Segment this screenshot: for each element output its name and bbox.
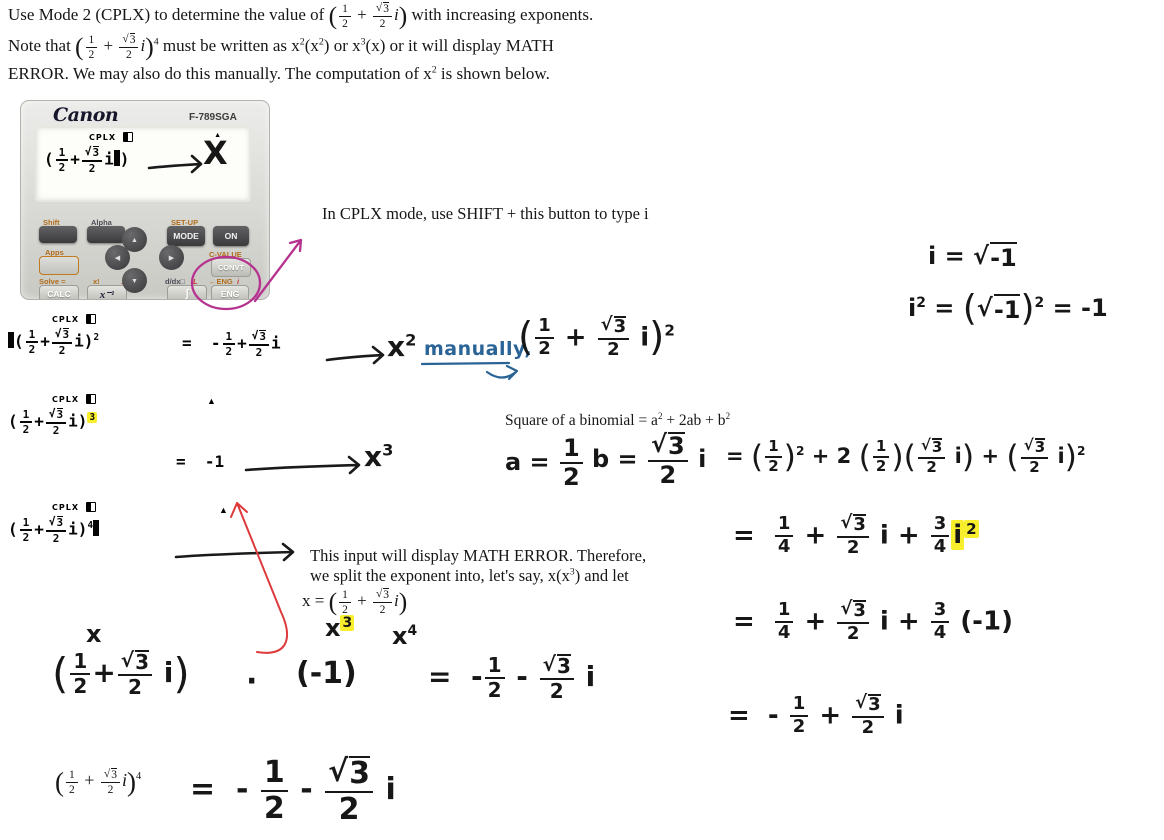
square-mode-indicator: CPLX [52, 314, 99, 324]
setup-label: SET-UP [171, 218, 199, 227]
display-x-annotation: X [203, 134, 228, 172]
fourth-to-note-arrow [174, 542, 295, 562]
nav-left-icon: ◀ [105, 245, 130, 270]
split-factor-2: (-1) [296, 656, 357, 691]
display-mode-indicator: CPLX [89, 132, 133, 142]
x-cubed-label: x3 [364, 440, 394, 473]
nav-right-icon: ▶ [159, 245, 184, 270]
degree-mode-icon [86, 394, 96, 404]
cube-result: = -1 [176, 452, 225, 471]
fourth-mode-indicator: CPLX [52, 502, 99, 512]
degree-mode-icon [86, 502, 96, 512]
alpha-label: Alpha [91, 218, 112, 227]
key-x-inverse: x⁻¹ [87, 285, 127, 300]
xfact-label: x! [93, 277, 100, 286]
cplx-indicator: CPLX [52, 314, 79, 324]
cplx-indicator: CPLX [52, 502, 79, 512]
key-apps [39, 256, 79, 275]
key-on: ON [213, 226, 249, 246]
key-mode: MODE [167, 226, 205, 246]
imaginary-line-1: i = √-1 [928, 242, 1017, 272]
apps-label: Apps [45, 248, 64, 257]
multiplication-dot: · [246, 664, 258, 699]
degree-mode-icon [123, 132, 133, 142]
degree-mode-icon [86, 314, 96, 324]
key-convt: CONVT [211, 258, 251, 277]
display-cursor-triangle: ▲ [214, 131, 221, 139]
square-to-x2-arrow [325, 345, 385, 365]
scroll-marker-1: ▲ [207, 396, 216, 406]
x-fourth-label: x4 [392, 622, 418, 650]
deriv-label: d/dx□ [165, 277, 185, 286]
nav-down-icon: ▼ [122, 268, 147, 293]
key-calc: CALC [39, 285, 79, 299]
cplx-note: In CPLX mode, use SHIFT + this button to… [322, 204, 649, 223]
key-eng: ENG [211, 285, 249, 299]
manually-note: manually, [424, 338, 533, 360]
solve-label: Solve = [39, 277, 66, 286]
manually-underline-arrow [420, 361, 519, 381]
intro-line-3: ERROR. We may also do this manually. The… [8, 64, 550, 83]
cube-to-x3-arrow [244, 455, 361, 475]
key-shift [39, 226, 77, 243]
shift-label: Shift [43, 218, 60, 227]
cube-mode-indicator: CPLX [52, 394, 97, 404]
intro-paragraph: Use Mode 2 (CPLX) to determine the value… [8, 2, 688, 95]
calculator-model: F-789SGA [189, 112, 237, 123]
x3-equals-minus1-arrow [230, 502, 288, 654]
key-alpha [87, 226, 125, 243]
canon-logo: Canon [53, 104, 119, 126]
cvalue-label: C-VALUE [209, 250, 242, 259]
scroll-marker-2: ▲ [219, 505, 228, 515]
math-error-note: This input will display MATH ERROR. Ther… [310, 546, 646, 586]
cplx-indicator: CPLX [52, 394, 79, 404]
x-inverse-glyph: x⁻¹ [99, 288, 115, 300]
cplx-indicator: CPLX [89, 132, 116, 142]
x-over-factor1-label: x [86, 620, 102, 648]
x-squared-label: x2 [387, 330, 417, 363]
intro-line-1: Use Mode 2 (CPLX) to determine the value… [8, 1, 594, 31]
key-integral: ∫ [167, 285, 207, 299]
math-error-line-2: we split the exponent into, let's say, x… [310, 566, 629, 585]
imaginary-line-2: i2 = (√-1)2 = -1 [908, 288, 1108, 329]
binomial-formula: Square of a binomial = a2 + 2ab + b2 [505, 410, 731, 429]
math-error-line-1: This input will display MATH ERROR. Ther… [310, 546, 647, 565]
